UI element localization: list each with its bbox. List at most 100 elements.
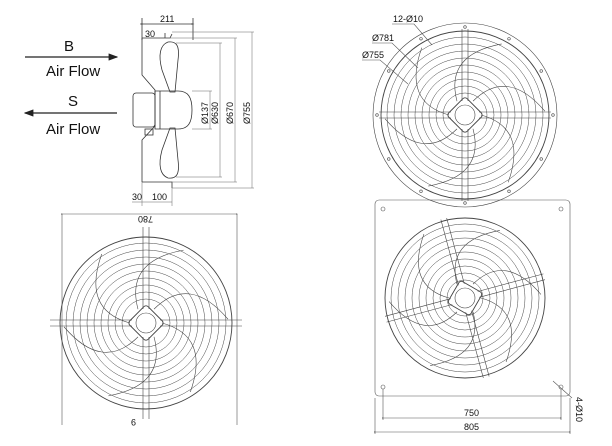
front-view-square-plate [384,217,546,379]
guard-ring [435,85,495,145]
label-grill-bottom: 9 [131,417,136,427]
guard-ring [407,57,523,173]
mount-hole [539,157,543,161]
round-flange-leaders [362,23,433,85]
label-grill-width: 780 [138,214,153,224]
guard-ring [442,92,488,138]
fan-blade [428,128,476,187]
guard-ring [390,223,540,373]
dim-ring-diameter: Ø670 [225,102,235,124]
label-plate-holes: 4-Ø10 [574,397,584,422]
dim-blade-diameter: Ø630 [210,102,220,124]
dim-depth-total: 211 [160,14,174,24]
label-holes-round: 12-Ø10 [393,14,423,24]
dim-outer-diameter: Ø755 [242,102,252,124]
dim-depth-bottom: 100 [152,192,167,202]
guard-ring [439,272,491,324]
fan-blade [480,297,512,363]
fan-blade [153,293,229,320]
guard-spoke [384,298,451,317]
mount-hole [419,37,423,41]
fan-blade [430,311,476,366]
outer-ring [380,30,550,200]
guard-ring [397,230,533,366]
fan-blade [388,301,458,326]
guard-spoke [479,279,546,298]
dim-motor-diameter: Ø137 [200,102,210,124]
airflow-b-label: B [64,38,74,55]
guard-ring [107,284,185,362]
guard-ring [72,249,220,397]
guard-spoke [440,219,459,286]
mount-hole [375,113,379,117]
dim-flange-bottom: 30 [132,192,142,202]
guard-spoke [446,217,465,284]
guard-ring [114,291,178,355]
motor-hub [447,97,483,133]
motor-hub [128,305,164,341]
fan-blade [454,230,500,285]
guard-ring [425,258,505,338]
motor-hub-inner [135,312,157,334]
label-inner-diameter: Ø755 [362,50,384,60]
fan-blade [384,118,458,144]
guard-ring [121,298,171,348]
guard-spoke [386,304,453,323]
guard-ring [421,71,509,159]
fan-blade [63,326,139,353]
fan-blade [454,43,502,102]
guard-ring [411,244,519,352]
front-view-grill [50,227,242,419]
label-hole-spacing: 750 [464,408,479,418]
mount-hole [507,189,511,193]
guard-ring [404,237,526,359]
fan-blade [418,233,450,299]
guard-ring [393,43,537,187]
mount-hole [419,189,423,193]
guard-ring [79,256,213,390]
guard-ring [400,50,530,180]
label-bolt-circle: Ø781 [372,33,394,43]
guard-ring [86,263,206,383]
guard-ring [65,242,227,404]
guard-spoke [465,312,484,379]
plate-dimensions [373,199,573,434]
mount-hole [463,201,467,205]
guard-ring [93,270,199,376]
guard-ring [100,277,192,369]
fan-blade [135,249,184,310]
motor-hub [447,280,483,316]
fan-blade [472,86,546,112]
dim-flange-top: 30 [145,29,155,39]
guard-spoke [477,273,544,292]
guard-spoke [471,310,490,377]
fan-blade [95,253,131,324]
label-plate-width: 805 [464,422,479,432]
motor-hub-inner [454,287,476,309]
guard-ring [446,279,484,317]
grill-dimensions [60,213,239,425]
front-view-round-flange [372,22,558,208]
fan-blade [415,47,450,116]
mount-hole [507,37,511,41]
outer-ring [59,236,233,410]
guard-ring [418,251,512,345]
mount-hole [387,69,391,73]
airflow-b-caption: Air Flow [46,63,100,80]
side-view [132,18,254,206]
guard-ring [414,64,516,166]
flange-ring [372,22,558,208]
fan-blade [480,114,515,183]
airflow-s-label: S [68,93,78,110]
guard-ring [428,78,502,152]
guard-ring [386,36,544,194]
fan-blade [472,270,542,295]
mount-hole [463,25,467,29]
mount-hole [539,69,543,73]
fan-blade [161,322,197,393]
outer-ring [384,217,546,379]
airflow-s-caption: Air Flow [46,121,100,138]
mount-hole [551,113,555,117]
